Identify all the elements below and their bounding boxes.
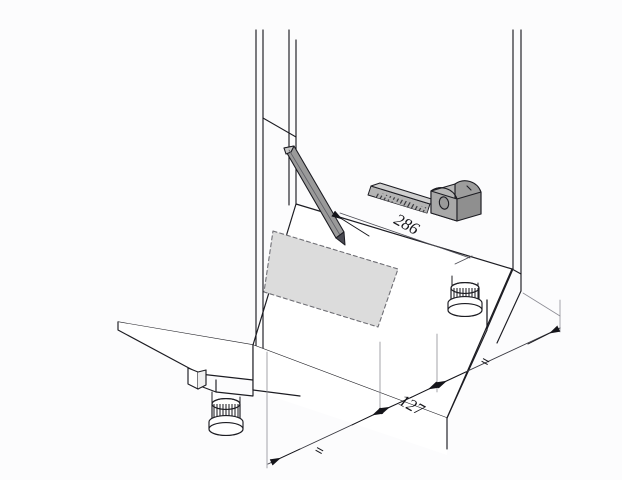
cabinet-right-underface [446, 329, 488, 419]
leveling-foot-right [447, 275, 483, 317]
dimension-chain-lower [266, 299, 561, 469]
dimension-right-tick [522, 292, 561, 317]
rail-bracket-cleat [187, 367, 207, 390]
dimension-286 [339, 212, 473, 265]
pencil [283, 145, 346, 246]
cabinet-right-panel [486, 29, 522, 344]
hinge-block [430, 180, 482, 222]
marking-zone [263, 230, 399, 328]
leveling-foot-front [208, 391, 244, 436]
leader-arrow [331, 210, 370, 237]
ruler [367, 182, 439, 214]
cabinet-front-face [252, 344, 448, 455]
cabinet-assembly [117, 29, 561, 469]
cabinet-back-edge [262, 39, 297, 205]
